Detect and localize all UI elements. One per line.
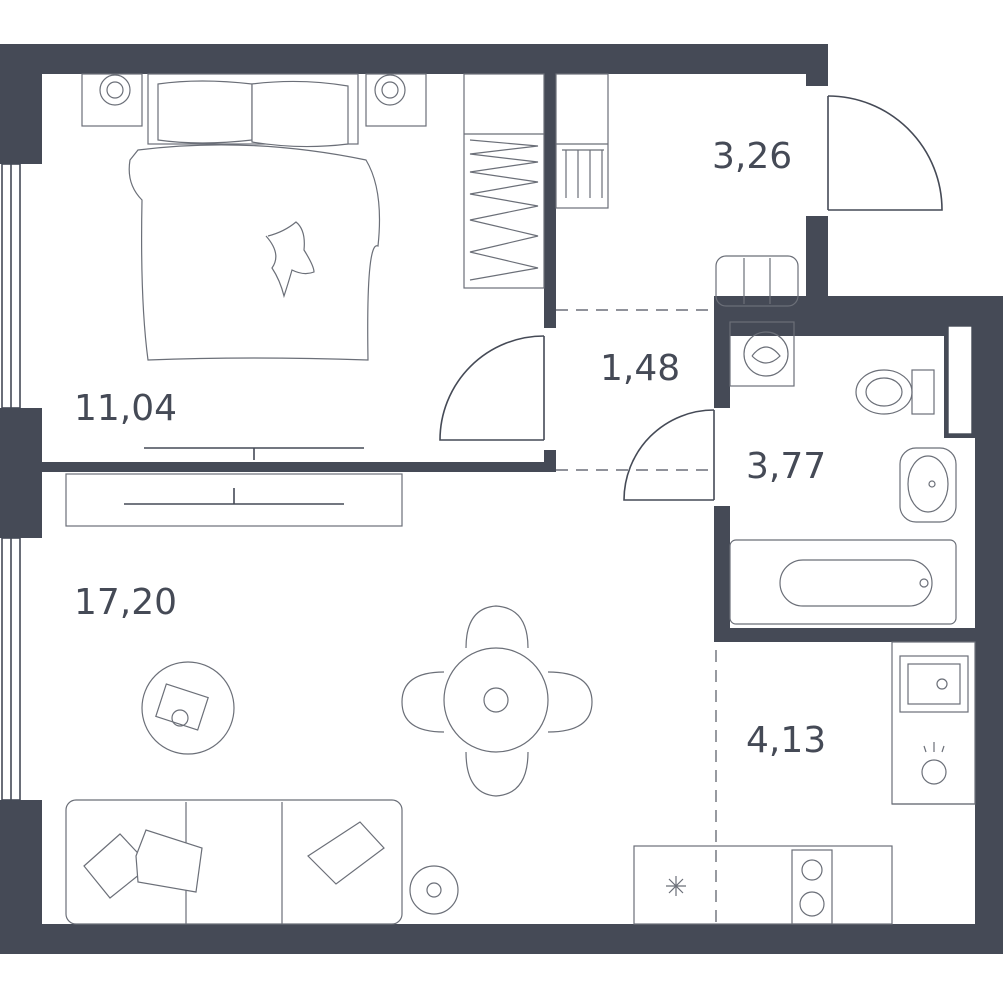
area-labels: 11,04 3,26 1,48 3,77 17,20 4,13 xyxy=(74,136,826,761)
area-kitchen: 4,13 xyxy=(746,720,826,761)
bathroom-furniture xyxy=(729,321,957,625)
windows xyxy=(1,163,21,801)
kitchen-furniture xyxy=(633,641,976,925)
area-bathroom: 3,77 xyxy=(746,446,826,487)
area-hall: 1,48 xyxy=(600,348,680,389)
bedroom-furniture xyxy=(81,73,545,460)
area-bedroom: 11,04 xyxy=(74,388,177,429)
entry-furniture xyxy=(555,73,799,307)
doors xyxy=(439,95,943,501)
zone-separators xyxy=(556,309,717,924)
area-living: 17,20 xyxy=(74,582,177,623)
walls xyxy=(0,44,1003,954)
area-entry: 3,26 xyxy=(712,136,792,177)
living-furniture xyxy=(65,473,593,925)
